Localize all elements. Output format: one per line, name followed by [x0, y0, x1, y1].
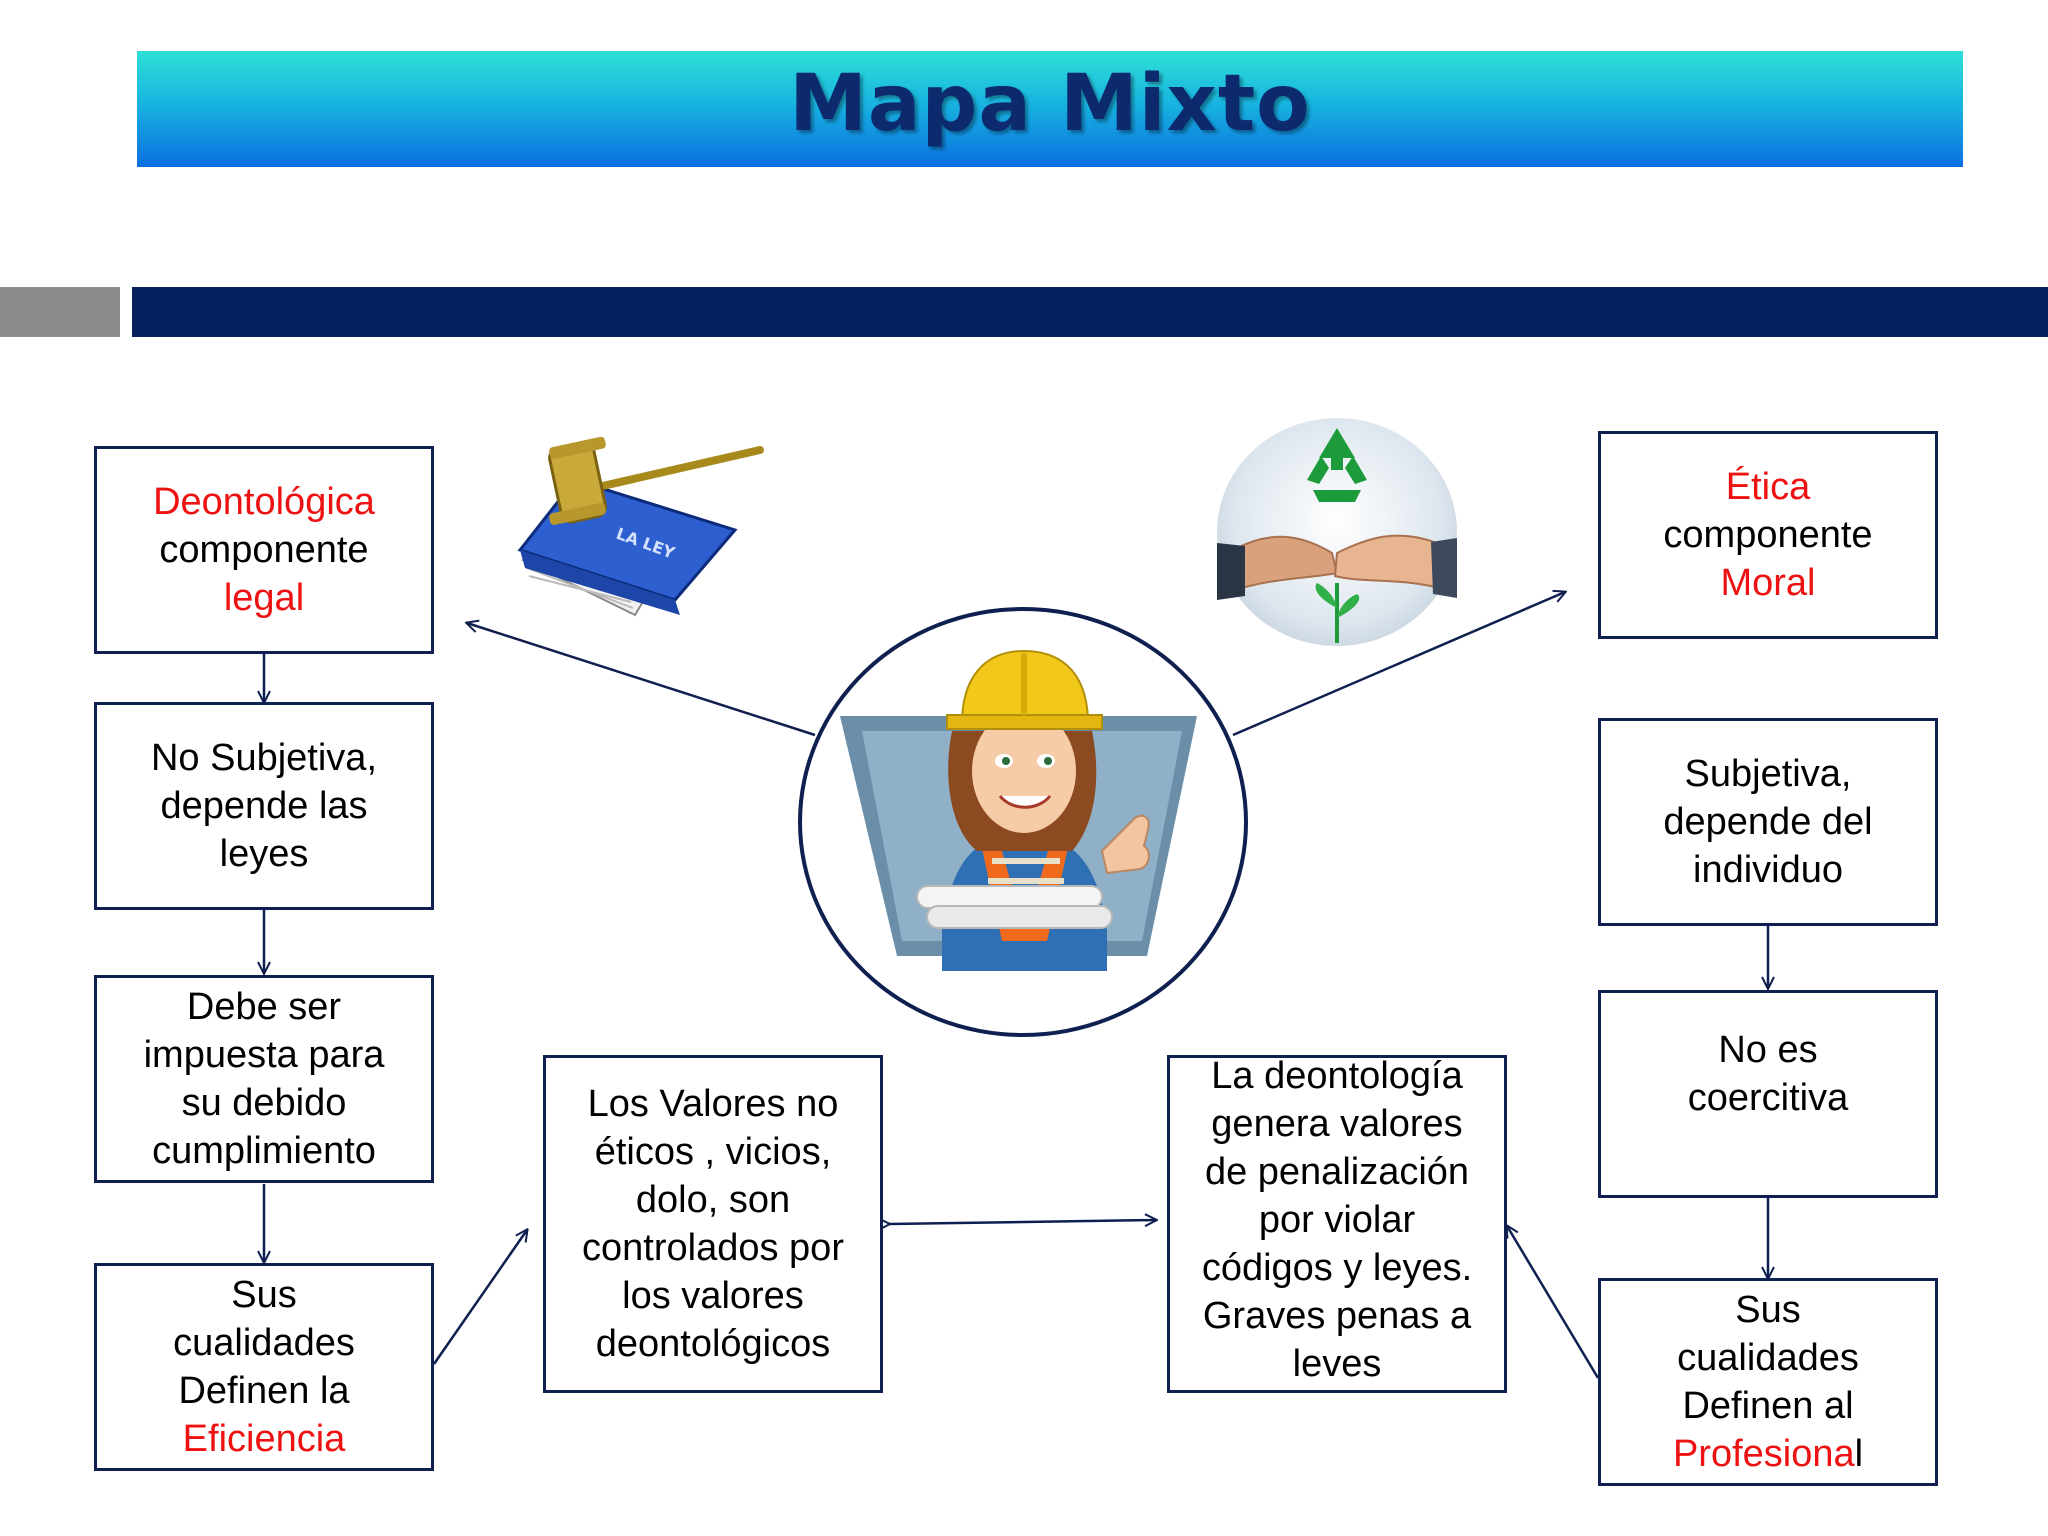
center-circle	[798, 607, 1248, 1037]
box-debe-ser-line-4: cumplimiento	[152, 1130, 376, 1172]
penalizacion-line-5: códigos y leyes.	[1201, 1247, 1473, 1289]
box-eficiencia-line-4: Eficiencia	[182, 1418, 346, 1460]
engineer-worker-icon	[840, 649, 1197, 971]
box-no-subjetiva: No Subjetiva, depende las leyes	[94, 702, 434, 910]
box-eficiencia-line-1: Sus	[231, 1274, 297, 1316]
box-subjetiva-line-2: depende del	[1663, 801, 1873, 843]
box-no-subjetiva-line-3: leyes	[219, 833, 309, 875]
profesional-red-word: Profesiona	[1672, 1433, 1855, 1475]
box-subjetiva: Subjetiva, depende del individuo	[1598, 718, 1938, 926]
box-no-subjetiva-line-1: No Subjetiva,	[150, 737, 377, 779]
box-deontologica: Deontológica componente legal	[94, 446, 434, 654]
arrow-bottom-left-up	[432, 1230, 527, 1365]
box-profesional-line-3: Definen al	[1682, 1385, 1854, 1427]
title-banner: Mapa Mixto	[137, 51, 1963, 167]
penalizacion-line-4: por violar	[1258, 1199, 1416, 1241]
box-profesional-line-1: Sus	[1735, 1289, 1801, 1331]
box-profesional-line-2: cualidades	[1677, 1337, 1859, 1379]
box-no-coercitiva: No es coercitiva	[1598, 990, 1938, 1198]
box-debe-ser-line-2: impuesta para	[143, 1034, 385, 1076]
box-subjetiva-line-3: individuo	[1693, 849, 1843, 891]
box-profesional: Sus cualidades Definen al Profesional	[1598, 1278, 1938, 1486]
grey-tab-decoration	[0, 287, 120, 337]
valores-line-4: controlados por	[582, 1227, 844, 1269]
penalizacion-line-1: La deontología	[1211, 1055, 1463, 1097]
penalizacion-line-7: leves	[1292, 1343, 1382, 1385]
double-arrow-center	[889, 1220, 1156, 1224]
penalizacion-line-2: genera valores	[1211, 1103, 1463, 1145]
box-no-coercitiva-line-2: coercitiva	[1687, 1077, 1849, 1119]
arrow-center-to-right	[1232, 592, 1565, 737]
valores-line-2: éticos , vicios,	[594, 1131, 832, 1173]
box-debe-ser: Debe ser impuesta para su debido cumplim…	[94, 975, 434, 1183]
box-deontologica-line-1: Deontológica	[153, 481, 375, 523]
box-no-coercitiva-line-1: No es	[1718, 1029, 1818, 1071]
navy-band-divider	[132, 287, 2048, 337]
valores-line-1: Los Valores no	[587, 1083, 839, 1125]
valores-line-3: dolo, son	[635, 1179, 791, 1221]
box-etica-line-2: componente	[1663, 514, 1873, 556]
box-profesional-line-4: Profesional	[1673, 1430, 1863, 1478]
box-etica-line-3: Moral	[1720, 562, 1816, 604]
box-subjetiva-line-1: Subjetiva,	[1684, 753, 1852, 795]
handshake-recycle-icon	[1217, 428, 1457, 643]
box-etica: Ética componente Moral	[1598, 431, 1938, 639]
box-deontologica-line-2: componente	[159, 529, 369, 571]
box-eficiencia-line-3: Definen la	[178, 1370, 350, 1412]
box-eficiencia-line-2: cualidades	[173, 1322, 355, 1364]
valores-line-6: deontológicos	[595, 1323, 831, 1365]
box-deontologica-line-3: legal	[223, 577, 305, 619]
profesional-tail: l	[1854, 1433, 1864, 1475]
box-debe-ser-line-1: Debe ser	[186, 986, 342, 1028]
box-eficiencia: Sus cualidades Definen la Eficiencia	[94, 1263, 434, 1471]
box-valores-no-eticos: Los Valores no éticos , vicios, dolo, so…	[543, 1055, 883, 1393]
box-etica-line-1: Ética	[1725, 466, 1811, 508]
penalizacion-line-3: de penalización	[1204, 1151, 1470, 1193]
valores-line-5: los valores	[622, 1275, 804, 1317]
law-book-gavel-icon: LA LEY	[517, 436, 764, 617]
penalizacion-line-6: Graves penas a	[1202, 1295, 1472, 1337]
arrow-bottom-right-up	[1507, 1226, 1600, 1379]
handshake-illustration	[1217, 418, 1457, 646]
box-debe-ser-line-3: su debido	[181, 1082, 347, 1124]
arrow-center-to-left	[467, 623, 816, 737]
box-no-subjetiva-line-2: depende las	[160, 785, 368, 827]
page-title: Mapa Mixto	[789, 59, 1311, 149]
box-penalizacion: La deontología genera valores de penaliz…	[1167, 1055, 1507, 1393]
